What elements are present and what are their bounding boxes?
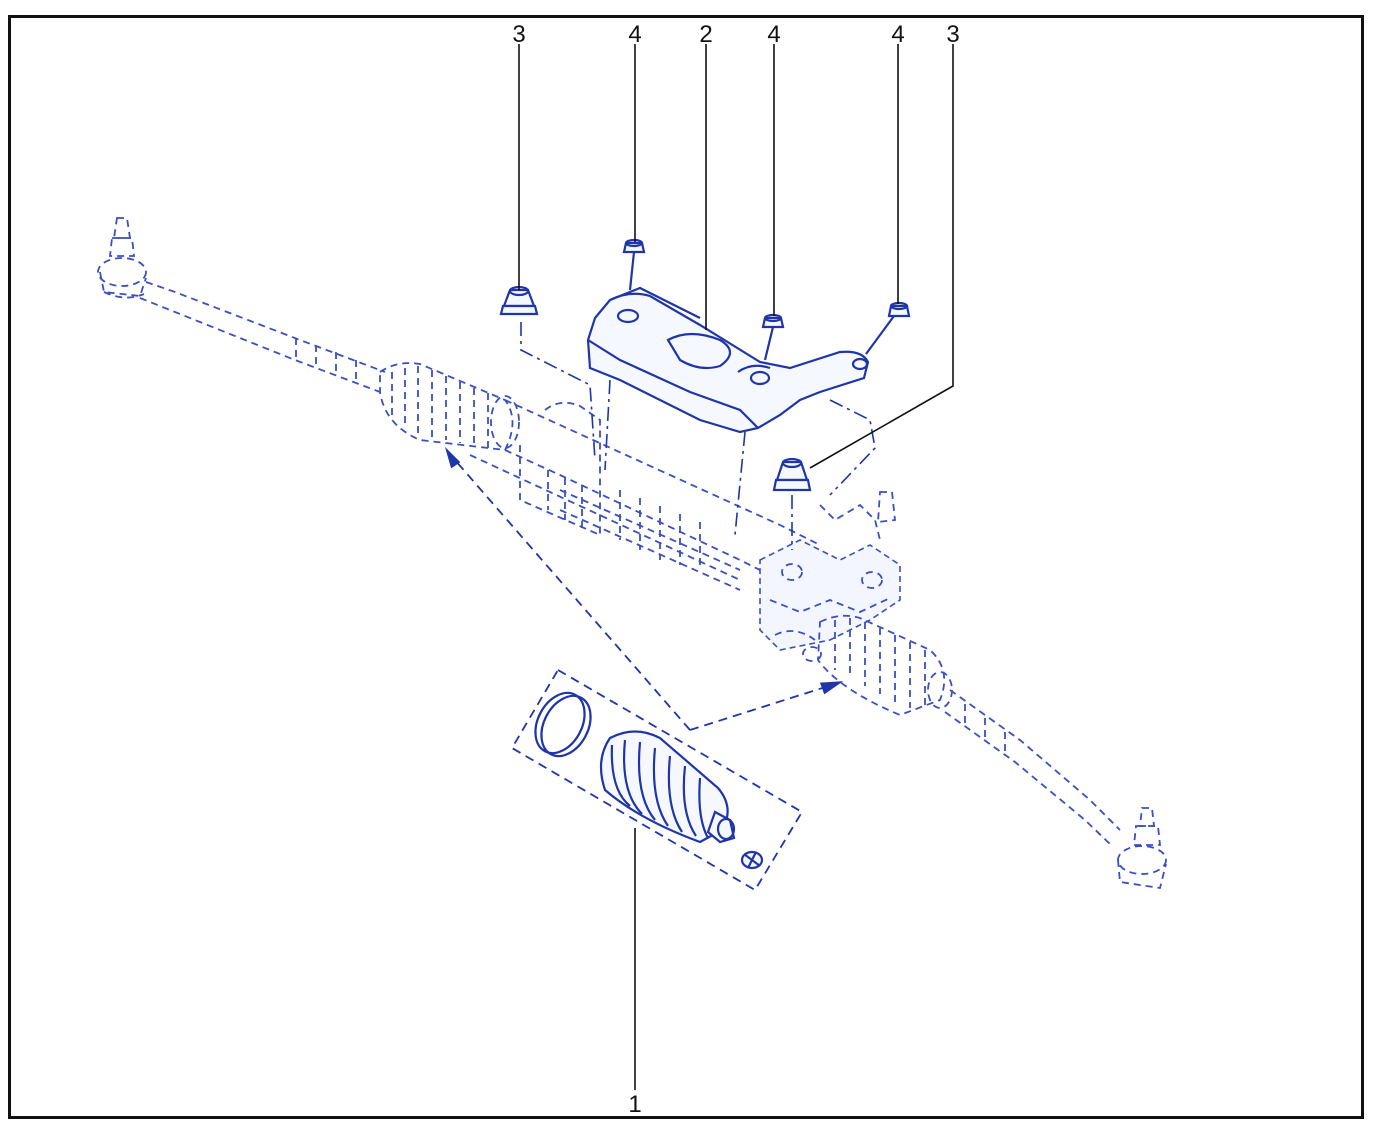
bolt-left [622,238,646,291]
callout-4-right: 4 [891,21,904,48]
bellows-boot-left [379,362,520,451]
callout-3-right: 3 [946,21,959,48]
bolt-center [761,313,785,361]
callout-3-left: 3 [512,21,525,48]
rack-housing [469,399,821,591]
callout-4-center: 4 [767,21,780,48]
callout-1: 1 [628,1091,641,1118]
steering-rack-assembly-phantom [97,217,1167,890]
callout-2: 2 [699,21,712,48]
pinion-valve-housing [759,491,901,662]
nut-left [499,285,539,316]
callout-4-left: 4 [628,21,641,48]
boot-clamp-small [740,850,764,870]
boot-kit-arrows [444,446,844,731]
bellows-boot-right [817,614,953,716]
boot-clamp-large [534,691,592,758]
tie-rod-right [944,689,1121,847]
bellows-boot-new [599,730,736,844]
boot-kit-group [510,668,804,892]
bolt-right [865,301,911,355]
callout-leaders [518,44,954,1090]
nut-right [772,457,812,492]
assembly-centerlines [520,322,876,550]
tie-rod-left [139,281,386,393]
tie-rod-end-left [97,217,147,299]
heat-shield [586,286,870,434]
tie-rod-end-right [1117,807,1167,890]
diagram-frame [8,15,1364,1119]
leader-3-right [809,44,954,469]
callout-labels: 3 4 2 4 4 3 1 [512,21,959,1118]
